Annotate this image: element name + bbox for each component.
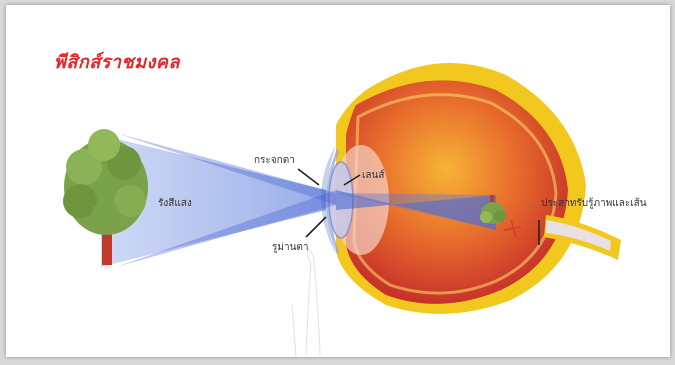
eyeball xyxy=(333,63,586,314)
page-title: พีสิกส์ราชมงคล xyxy=(54,47,180,76)
figure-frame: พีสิกส์ราชมงคล กระจกตา เลนส์ รังสีแสง รู… xyxy=(6,5,670,357)
lens-label: เลนส์ xyxy=(362,168,385,183)
cornea-label: กระจกตา xyxy=(254,153,295,168)
watermark xyxy=(292,249,320,357)
pupil-label: รูม่านตา xyxy=(272,240,309,255)
optic-nerve-label: ประสาทรับรู้ภาพและเส้น xyxy=(541,196,647,211)
light-rays-label: รังสีแสง xyxy=(158,196,192,211)
